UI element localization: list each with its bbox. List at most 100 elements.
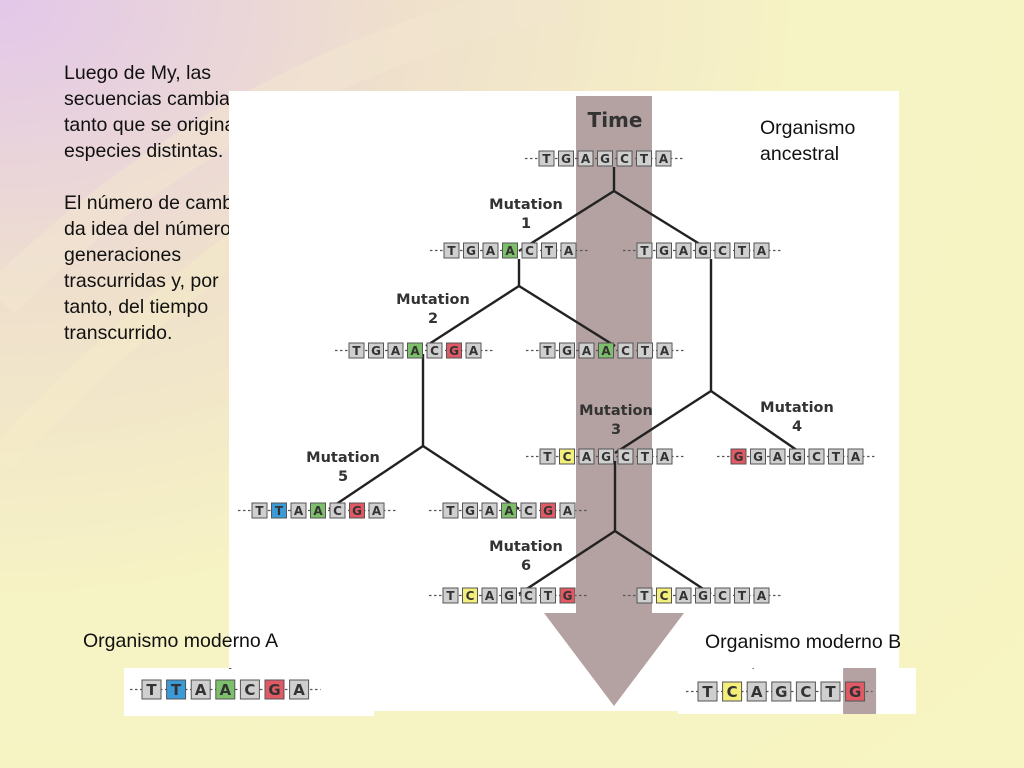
base-box	[616, 150, 633, 167]
base-letter: G	[371, 344, 381, 358]
base-letter: G	[792, 450, 802, 464]
base-letter: C	[620, 152, 629, 166]
tree-branches	[328, 167, 802, 596]
base-letter: C	[718, 589, 727, 603]
base-letter: G	[734, 450, 744, 464]
base-box	[442, 502, 459, 519]
base-letter: C	[244, 681, 255, 699]
base-letter: A	[469, 344, 479, 358]
base-box	[462, 502, 478, 519]
base-box	[349, 502, 365, 519]
diagram-panel	[229, 91, 899, 711]
base-box	[348, 342, 365, 359]
base-letter: T	[738, 589, 747, 603]
base-letter: C	[621, 450, 630, 464]
modern-organism-b-label: Organismo moderno B	[705, 631, 902, 653]
base-letter: A	[773, 450, 783, 464]
base-letter: A	[313, 504, 323, 518]
modern-organism-a-label: Organismo moderno A	[83, 630, 279, 652]
base-box	[329, 502, 346, 519]
base-letter: G	[543, 504, 553, 518]
base-letter: G	[600, 152, 610, 166]
base-letter: A	[660, 450, 670, 464]
base-letter: A	[679, 589, 689, 603]
base-box	[695, 587, 711, 604]
base-box	[539, 342, 556, 359]
base-letter: A	[504, 504, 514, 518]
base-box	[310, 502, 326, 519]
base-letter: C	[660, 589, 669, 603]
base-box	[637, 448, 653, 465]
base-letter: C	[466, 589, 475, 603]
base-box	[141, 679, 162, 700]
base-box	[502, 242, 518, 259]
time-label: Time	[588, 108, 643, 132]
base-letter: A	[851, 450, 861, 464]
base-box	[426, 342, 443, 359]
base-box	[271, 502, 287, 519]
base-box	[501, 587, 517, 604]
base-box	[481, 587, 498, 604]
base-letter: T	[825, 683, 836, 701]
base-letter: A	[601, 344, 611, 358]
base-box	[559, 502, 576, 519]
base-letter: C	[563, 450, 572, 464]
base-letter: C	[333, 504, 342, 518]
base-letter: C	[800, 683, 811, 701]
base-letter: G	[849, 683, 861, 701]
base-letter: T	[171, 681, 182, 699]
base-box	[521, 242, 538, 259]
base-box	[264, 679, 285, 700]
base-box	[539, 448, 556, 465]
base-letter: G	[698, 244, 708, 258]
base-box	[675, 587, 692, 604]
base-box	[637, 342, 653, 359]
base-box	[656, 587, 672, 604]
base-box	[617, 448, 634, 465]
base-letter: A	[219, 681, 231, 699]
base-box	[289, 679, 310, 700]
base-letter: A	[582, 450, 592, 464]
base-letter: G	[563, 589, 573, 603]
base-box	[730, 448, 747, 465]
base-box	[847, 448, 864, 465]
base-box	[746, 681, 767, 702]
base-letter: G	[753, 450, 763, 464]
base-box	[560, 242, 577, 259]
base-box	[559, 448, 575, 465]
base-letter: T	[352, 344, 361, 358]
base-box	[769, 448, 786, 465]
base-letter: G	[504, 589, 514, 603]
base-letter: C	[430, 344, 439, 358]
base-box	[501, 502, 517, 519]
base-letter: C	[812, 450, 821, 464]
base-letter: T	[255, 504, 264, 518]
base-box	[166, 679, 187, 700]
base-box	[577, 150, 594, 167]
base-letter: A	[563, 504, 573, 518]
base-box	[656, 242, 672, 259]
base-box	[656, 448, 673, 465]
base-box	[481, 502, 498, 519]
explanation-text: Luego de My, las secuencias cambian tant…	[64, 60, 264, 372]
base-letter: A	[659, 152, 669, 166]
base-letter: A	[660, 344, 670, 358]
base-letter: G	[698, 589, 708, 603]
base-box	[753, 587, 770, 604]
base-letter: G	[268, 681, 280, 699]
base-box	[520, 587, 537, 604]
base-letter: C	[621, 344, 630, 358]
base-box	[239, 679, 260, 700]
base-box	[636, 587, 653, 604]
